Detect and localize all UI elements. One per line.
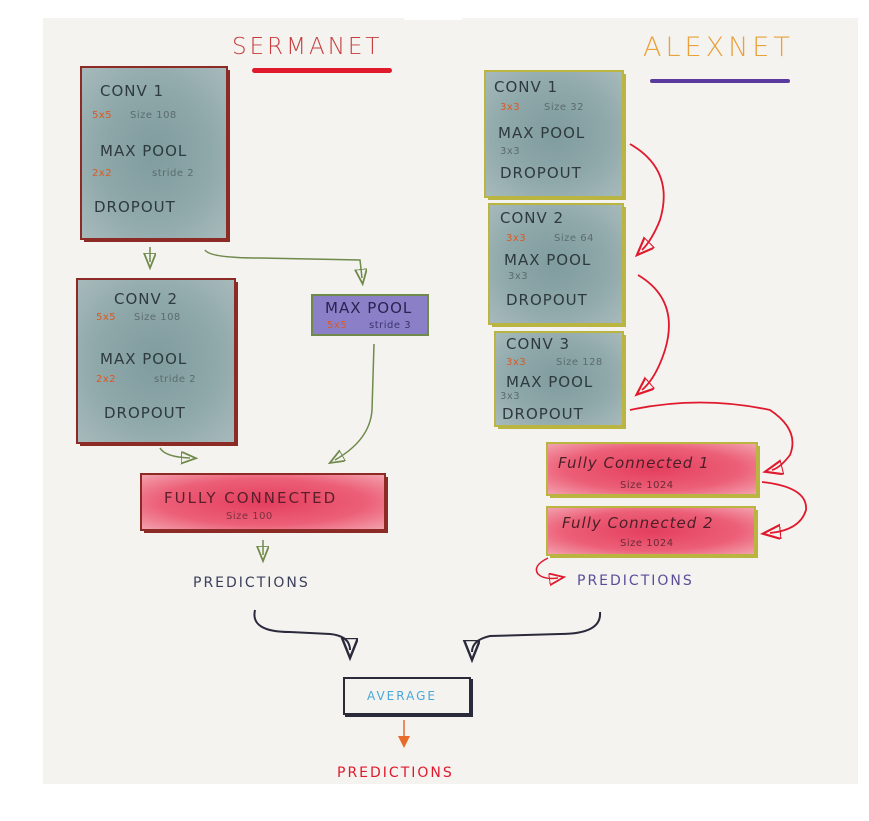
alexnet-block-3: CONV 3 3x3 Size 128 MAX POOL 3x3 DROPOUT [494,331,624,427]
sermanet-block-2: CONV 2 5x5 Size 108 MAX POOL 2x2 stride … [76,278,236,444]
sermanet-pool2-kernel: 2x2 [96,374,117,385]
sermanet-side-maxpool: MAX POOL 5x5 stride 3 [311,294,429,336]
alexnet-pool1-label: MAX POOL [498,124,586,142]
alexnet-conv3-kernel: 3x3 [506,357,527,368]
alexnet-block-1: CONV 1 3x3 Size 32 MAX POOL 3x3 DROPOUT [484,70,624,198]
alexnet-conv1-size: Size 32 [544,102,584,113]
sermanet-conv1-kernel: 5x5 [92,110,113,121]
alexnet-underline [650,79,790,83]
alexnet-conv1-kernel: 3x3 [500,102,521,113]
sermanet-dropout2-label: DROPOUT [104,404,186,422]
sermanet-side-pool-stride: stride 3 [369,320,412,331]
sermanet-conv2-size: Size 108 [134,312,181,323]
sermanet-underline [252,68,392,73]
final-predictions-label: PREDICTIONS [337,765,454,781]
paper-notch [404,14,462,20]
sermanet-predictions-label: PREDICTIONS [193,575,310,591]
alexnet-conv2-label: CONV 2 [500,209,565,227]
alexnet-fc1-size: Size 1024 [620,480,674,491]
sermanet-conv2-kernel: 5x5 [96,312,117,323]
alexnet-pool1-kernel: 3x3 [500,146,521,157]
alexnet-conv1-label: CONV 1 [494,78,559,96]
alexnet-fc1-label: Fully Connected 1 [558,454,710,472]
sermanet-conv1-size: Size 108 [130,110,177,121]
alexnet-dropout3-label: DROPOUT [502,405,584,423]
average-label: AVERAGE [367,689,437,703]
sermanet-fc-label: FULLY CONNECTED [164,489,338,507]
alexnet-dropout1-label: DROPOUT [500,164,582,182]
average-box: AVERAGE [343,677,471,715]
sermanet-side-pool-kernel: 5x5 [327,320,348,331]
alexnet-dropout2-label: DROPOUT [506,291,588,309]
sermanet-title: SERMANET [232,34,383,60]
alexnet-fully-connected-1: Fully Connected 1 Size 1024 [546,442,758,496]
sermanet-dropout1-label: DROPOUT [94,198,176,216]
alexnet-fc2-size: Size 1024 [620,538,674,549]
sermanet-pool2-label: MAX POOL [100,350,188,368]
alexnet-pool2-kernel: 3x3 [508,271,529,282]
alexnet-conv3-label: CONV 3 [506,335,571,353]
sermanet-fc-size: Size 100 [226,511,273,522]
sermanet-pool1-label: MAX POOL [100,142,188,160]
alexnet-pool3-kernel: 3x3 [500,391,521,402]
sermanet-pool1-stride: stride 2 [152,168,195,179]
sermanet-pool2-stride: stride 2 [154,374,197,385]
alexnet-title: ALEXNET [643,32,794,63]
sermanet-conv1-label: CONV 1 [100,82,165,100]
alexnet-predictions-label: PREDICTIONS [577,573,694,589]
alexnet-pool2-label: MAX POOL [504,251,592,269]
alexnet-conv3-size: Size 128 [556,357,603,368]
sermanet-conv2-label: CONV 2 [114,290,179,308]
alexnet-fully-connected-2: Fully Connected 2 Size 1024 [546,506,756,556]
alexnet-conv2-kernel: 3x3 [506,233,527,244]
sermanet-side-pool-label: MAX POOL [325,299,413,317]
sermanet-fully-connected: FULLY CONNECTED Size 100 [140,473,386,531]
alexnet-block-2: CONV 2 3x3 Size 64 MAX POOL 3x3 DROPOUT [488,203,624,325]
average-text: AVERAGE [367,689,437,703]
alexnet-fc2-label: Fully Connected 2 [562,514,714,532]
sermanet-pool1-kernel: 2x2 [92,168,113,179]
sermanet-block-1: CONV 1 5x5 Size 108 MAX POOL 2x2 stride … [80,66,228,240]
alexnet-conv2-size: Size 64 [554,233,594,244]
alexnet-pool3-label: MAX POOL [506,373,594,391]
